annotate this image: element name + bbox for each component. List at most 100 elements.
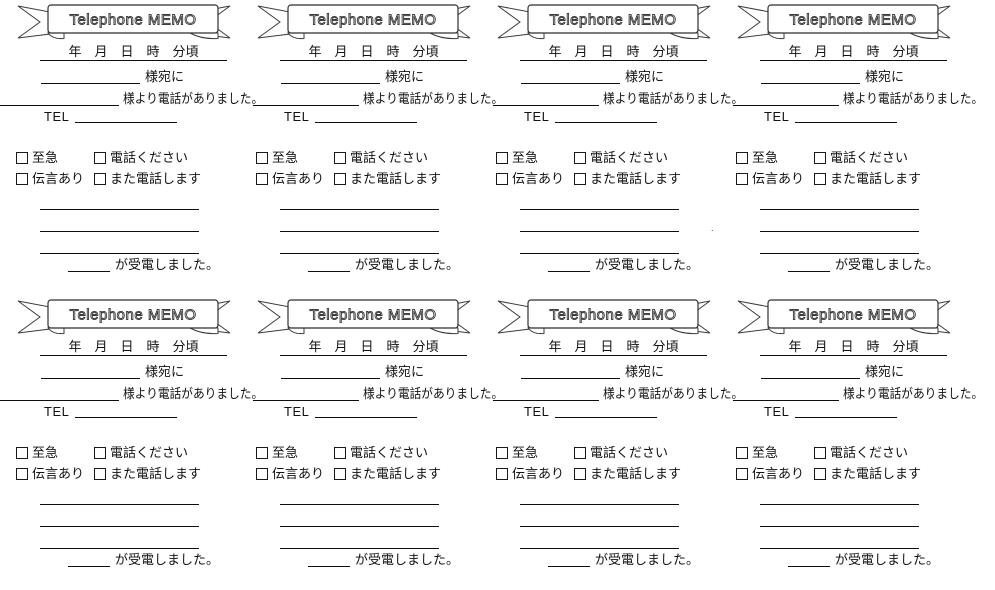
checkbox-has-message[interactable]: 伝言あり <box>256 467 334 481</box>
tel-field[interactable] <box>75 122 178 123</box>
receiver-name-field[interactable] <box>68 566 110 567</box>
addressee-field[interactable] <box>41 378 140 379</box>
receiver-name-field[interactable] <box>788 271 830 272</box>
caller-name-field[interactable] <box>493 105 599 106</box>
checkbox-urgent[interactable]: 至急 <box>496 446 574 460</box>
datetime-field[interactable] <box>40 355 227 356</box>
addressee-field[interactable] <box>761 378 860 379</box>
checkbox-will-call-again[interactable]: また電話します <box>94 172 201 186</box>
datetime-field[interactable] <box>520 355 707 356</box>
checkbox-icon[interactable] <box>736 173 748 185</box>
memo-line-field[interactable] <box>280 253 439 254</box>
addressee-field[interactable] <box>761 83 860 84</box>
checkbox-has-message[interactable]: 伝言あり <box>256 172 334 186</box>
memo-line-field[interactable] <box>760 253 919 254</box>
receiver-name-field[interactable] <box>548 566 590 567</box>
checkbox-icon[interactable] <box>334 173 346 185</box>
memo-line-field[interactable] <box>280 231 439 232</box>
checkbox-icon[interactable] <box>256 447 268 459</box>
checkbox-please-call[interactable]: 電話ください <box>334 446 441 460</box>
memo-line-field[interactable] <box>520 548 679 549</box>
checkbox-please-call[interactable]: 電話ください <box>94 446 201 460</box>
memo-line-field[interactable] <box>760 504 919 505</box>
checkbox-icon[interactable] <box>496 447 508 459</box>
checkbox-icon[interactable] <box>16 447 28 459</box>
memo-line-field[interactable] <box>520 209 679 210</box>
checkbox-icon[interactable] <box>496 152 508 164</box>
checkbox-icon[interactable] <box>814 173 826 185</box>
checkbox-icon[interactable] <box>496 173 508 185</box>
checkbox-icon[interactable] <box>814 447 826 459</box>
checkbox-has-message[interactable]: 伝言あり <box>16 172 94 186</box>
checkbox-icon[interactable] <box>574 468 586 480</box>
datetime-field[interactable] <box>760 60 947 61</box>
tel-field[interactable] <box>795 122 898 123</box>
memo-line-field[interactable] <box>520 253 679 254</box>
caller-name-field[interactable] <box>733 105 839 106</box>
checkbox-urgent[interactable]: 至急 <box>736 446 814 460</box>
caller-name-field[interactable] <box>253 105 359 106</box>
addressee-field[interactable] <box>521 378 620 379</box>
checkbox-will-call-again[interactable]: また電話します <box>574 467 681 481</box>
checkbox-icon[interactable] <box>16 468 28 480</box>
receiver-name-field[interactable] <box>548 271 590 272</box>
checkbox-urgent[interactable]: 至急 <box>16 446 94 460</box>
memo-line-field[interactable] <box>40 209 199 210</box>
checkbox-icon[interactable] <box>256 468 268 480</box>
checkbox-has-message[interactable]: 伝言あり <box>736 467 814 481</box>
checkbox-urgent[interactable]: 至急 <box>16 151 94 165</box>
caller-name-field[interactable] <box>733 400 839 401</box>
checkbox-urgent[interactable]: 至急 <box>256 446 334 460</box>
receiver-name-field[interactable] <box>308 271 350 272</box>
checkbox-will-call-again[interactable]: また電話します <box>334 172 441 186</box>
memo-line-field[interactable] <box>760 209 919 210</box>
caller-name-field[interactable] <box>0 105 119 106</box>
checkbox-urgent[interactable]: 至急 <box>256 151 334 165</box>
addressee-field[interactable] <box>521 83 620 84</box>
checkbox-icon[interactable] <box>94 173 106 185</box>
checkbox-will-call-again[interactable]: また電話します <box>334 467 441 481</box>
receiver-name-field[interactable] <box>308 566 350 567</box>
checkbox-urgent[interactable]: 至急 <box>736 151 814 165</box>
tel-field[interactable] <box>555 417 658 418</box>
checkbox-icon[interactable] <box>94 468 106 480</box>
datetime-field[interactable] <box>40 60 227 61</box>
checkbox-icon[interactable] <box>574 152 586 164</box>
receiver-name-field[interactable] <box>68 271 110 272</box>
tel-field[interactable] <box>75 417 178 418</box>
checkbox-urgent[interactable]: 至急 <box>496 151 574 165</box>
checkbox-icon[interactable] <box>94 447 106 459</box>
memo-line-field[interactable] <box>40 253 199 254</box>
checkbox-icon[interactable] <box>736 152 748 164</box>
checkbox-icon[interactable] <box>16 152 28 164</box>
checkbox-icon[interactable] <box>736 447 748 459</box>
memo-line-field[interactable] <box>40 504 199 505</box>
datetime-field[interactable] <box>760 355 947 356</box>
checkbox-please-call[interactable]: 電話ください <box>574 151 681 165</box>
memo-line-field[interactable] <box>280 548 439 549</box>
tel-field[interactable] <box>795 417 898 418</box>
datetime-field[interactable] <box>280 60 467 61</box>
checkbox-will-call-again[interactable]: また電話します <box>814 172 921 186</box>
memo-line-field[interactable] <box>520 231 679 232</box>
memo-line-field[interactable] <box>280 209 439 210</box>
checkbox-icon[interactable] <box>256 152 268 164</box>
caller-name-field[interactable] <box>0 400 119 401</box>
memo-line-field[interactable] <box>280 504 439 505</box>
checkbox-has-message[interactable]: 伝言あり <box>496 172 574 186</box>
addressee-field[interactable] <box>281 83 380 84</box>
checkbox-please-call[interactable]: 電話ください <box>814 446 921 460</box>
memo-line-field[interactable] <box>520 526 679 527</box>
addressee-field[interactable] <box>281 378 380 379</box>
addressee-field[interactable] <box>41 83 140 84</box>
caller-name-field[interactable] <box>493 400 599 401</box>
checkbox-please-call[interactable]: 電話ください <box>334 151 441 165</box>
checkbox-icon[interactable] <box>334 152 346 164</box>
checkbox-has-message[interactable]: 伝言あり <box>496 467 574 481</box>
checkbox-will-call-again[interactable]: また電話します <box>814 467 921 481</box>
memo-line-field[interactable] <box>520 504 679 505</box>
checkbox-icon[interactable] <box>496 468 508 480</box>
checkbox-icon[interactable] <box>94 152 106 164</box>
memo-line-field[interactable] <box>40 231 199 232</box>
checkbox-icon[interactable] <box>334 447 346 459</box>
